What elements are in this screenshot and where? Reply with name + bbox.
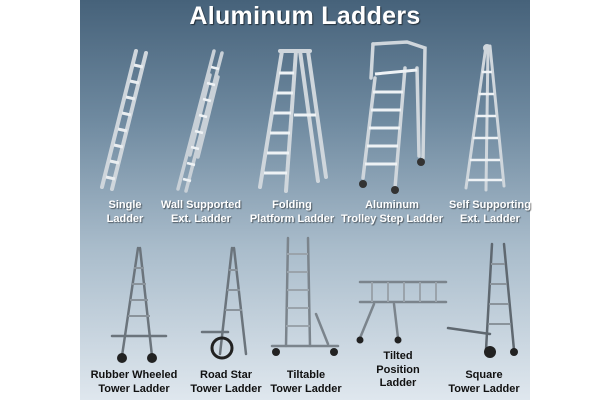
folding-platform-ladder-illustration [258, 49, 328, 193]
road-star-tower-ladder-illustration [200, 246, 248, 360]
poster-background: Aluminum Ladders [80, 0, 530, 400]
ladder-label-self-supporting: Self Supporting Ext. Ladder [449, 199, 531, 225]
ladder-label-rubber-wheeled: Rubber Wheeled Tower Ladder [90, 369, 178, 395]
ladder-label-single: Single Ladder [106, 199, 144, 225]
tilted-position-ladder-illustration [356, 280, 448, 344]
wall-supported-ext-ladder-illustration [176, 49, 224, 193]
ladder-label-tiltable: Tiltable Tower Ladder [270, 369, 342, 395]
rubber-wheeled-tower-ladder-illustration [110, 246, 168, 363]
tiltable-tower-ladder-illustration [270, 236, 340, 356]
ladder-label-road-star: Road Star Tower Ladder [190, 369, 262, 395]
ladder-label-folding-platform: Folding Platform Ladder [249, 199, 335, 225]
square-tower-ladder-illustration [446, 242, 518, 358]
poster-title: Aluminum Ladders [189, 2, 421, 30]
ladder-label-tilted-position: Tilted Position Ladder [376, 350, 420, 389]
ladder-label-trolley-step: Aluminum Trolley Step Ladder [340, 199, 444, 225]
self-supporting-ext-ladder-illustration [464, 44, 506, 192]
single-ladder-illustration [100, 49, 148, 191]
ladder-label-wall-supported: Wall Supported Ext. Ladder [160, 199, 242, 225]
ladder-label-square: Square Tower Ladder [448, 369, 520, 395]
aluminum-trolley-step-ladder-illustration [359, 40, 427, 194]
